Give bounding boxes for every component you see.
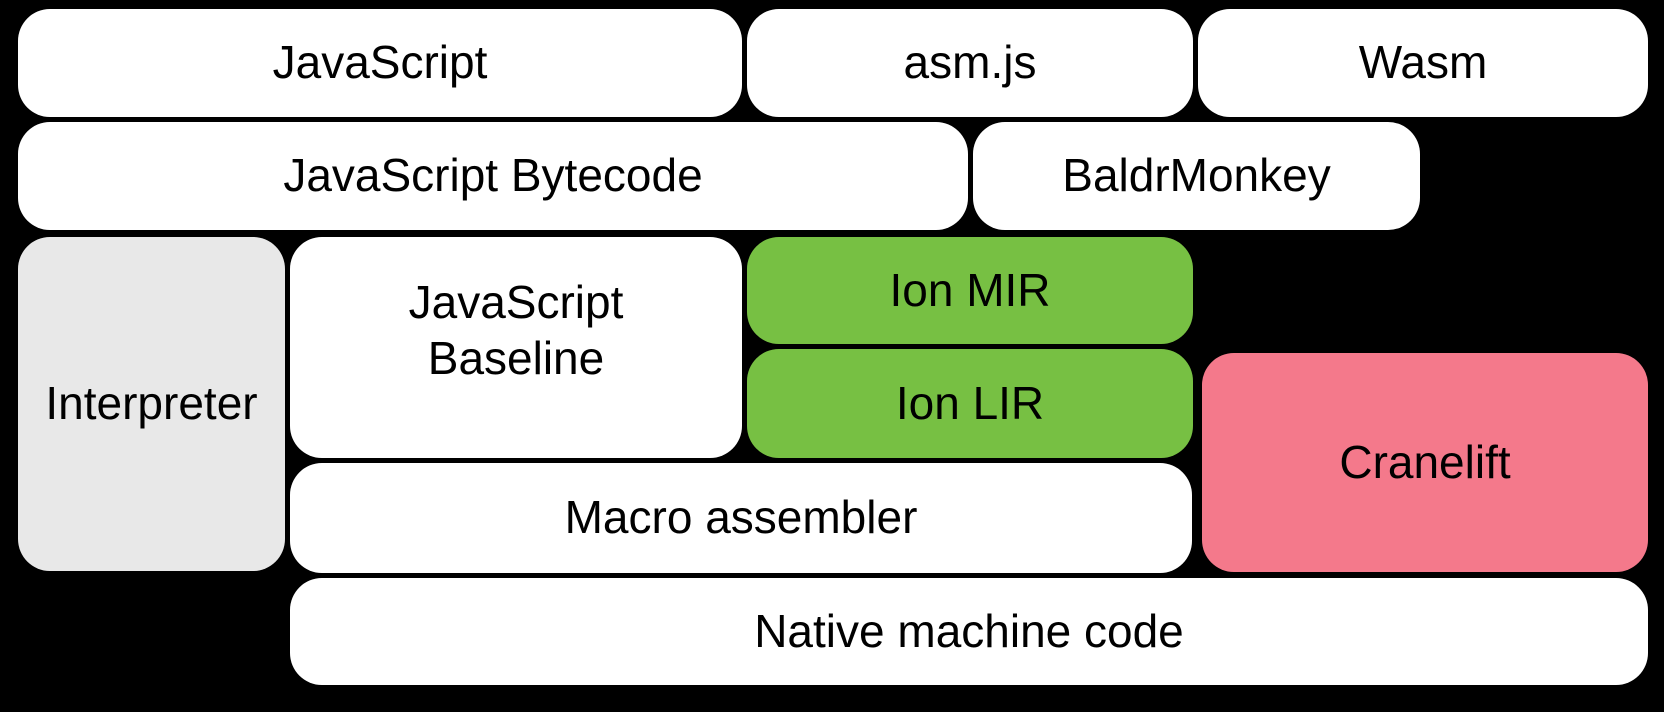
box-cranelift-label: Cranelift: [1339, 435, 1511, 488]
box-javascript-bytecode: JavaScript Bytecode: [18, 122, 968, 230]
box-baldrmonkey-label: BaldrMonkey: [1062, 149, 1331, 202]
box-asmjs-label: asm.js: [903, 36, 1037, 89]
box-cranelift: Cranelift: [1202, 353, 1648, 572]
box-javascript-bytecode-label: JavaScript Bytecode: [283, 149, 703, 202]
box-native-machine-code-label: Native machine code: [754, 604, 1184, 657]
box-ion-mir-label: Ion MIR: [889, 263, 1051, 316]
box-macro-assembler: Macro assembler: [290, 463, 1192, 573]
box-wasm: Wasm: [1198, 9, 1648, 117]
box-wasm-label: Wasm: [1358, 36, 1488, 89]
box-macro-assembler-label: Macro assembler: [564, 491, 918, 544]
box-ion-lir-label: Ion LIR: [895, 376, 1045, 429]
box-interpreter-label: Interpreter: [45, 377, 258, 430]
box-javascript-baseline: JavaScript Baseline: [290, 237, 742, 458]
box-asmjs: asm.js: [747, 9, 1193, 117]
box-interpreter: Interpreter: [18, 237, 285, 571]
box-ion-mir: Ion MIR: [747, 237, 1193, 344]
box-javascript-label: JavaScript: [272, 36, 488, 89]
box-native-machine-code: Native machine code: [290, 578, 1648, 685]
box-baldrmonkey: BaldrMonkey: [973, 122, 1420, 230]
box-ion-lir: Ion LIR: [747, 349, 1193, 458]
box-javascript: JavaScript: [18, 9, 742, 117]
box-javascript-baseline-label: JavaScript Baseline: [408, 276, 624, 384]
